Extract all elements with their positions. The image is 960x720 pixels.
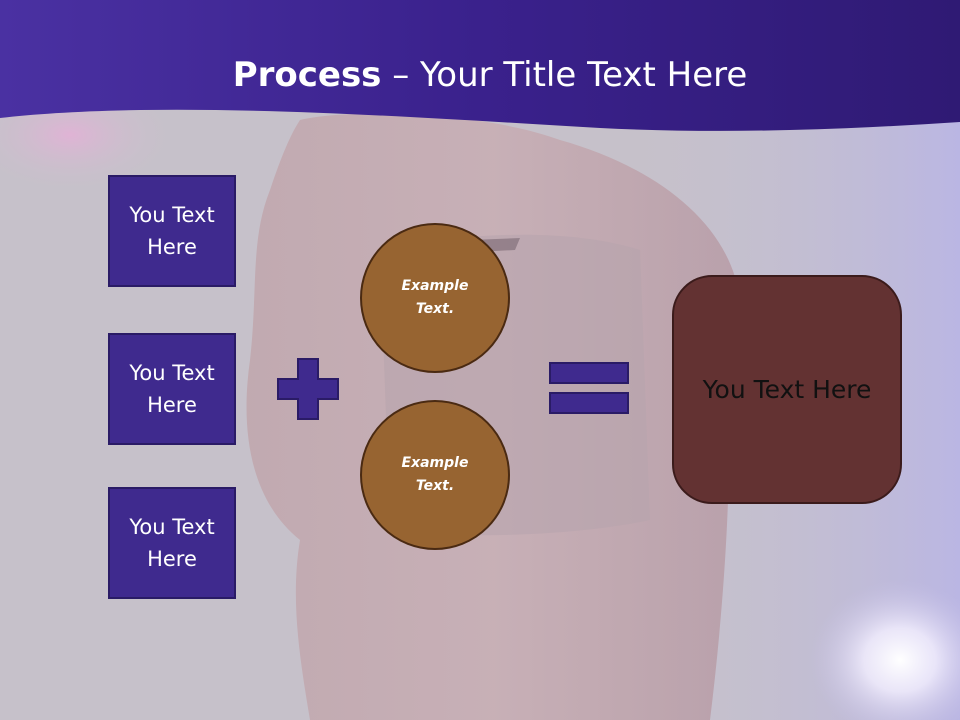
title-bold: Process (232, 55, 382, 95)
circle-label: Example Text. (401, 278, 469, 317)
circle-label: Example Text. (401, 455, 469, 494)
title-rest: – Your Title Text Here (381, 55, 748, 95)
result-label: You Text Here (702, 374, 872, 404)
plus-icon (277, 358, 339, 420)
text-box-2[interactable]: You Text Here (108, 333, 236, 445)
text-box-label: You Text Here (129, 515, 215, 571)
slide-title: Process – Your Title Text Here (0, 52, 960, 98)
result-box[interactable]: You Text Here (672, 275, 902, 504)
equals-icon (549, 362, 629, 414)
text-box-label: You Text Here (129, 361, 215, 417)
circle-1[interactable]: Example Text. (360, 223, 510, 373)
text-box-label: You Text Here (129, 203, 215, 259)
text-box-1[interactable]: You Text Here (108, 175, 236, 287)
text-box-3[interactable]: You Text Here (108, 487, 236, 599)
header-banner (0, 0, 960, 131)
circle-2[interactable]: Example Text. (360, 400, 510, 550)
